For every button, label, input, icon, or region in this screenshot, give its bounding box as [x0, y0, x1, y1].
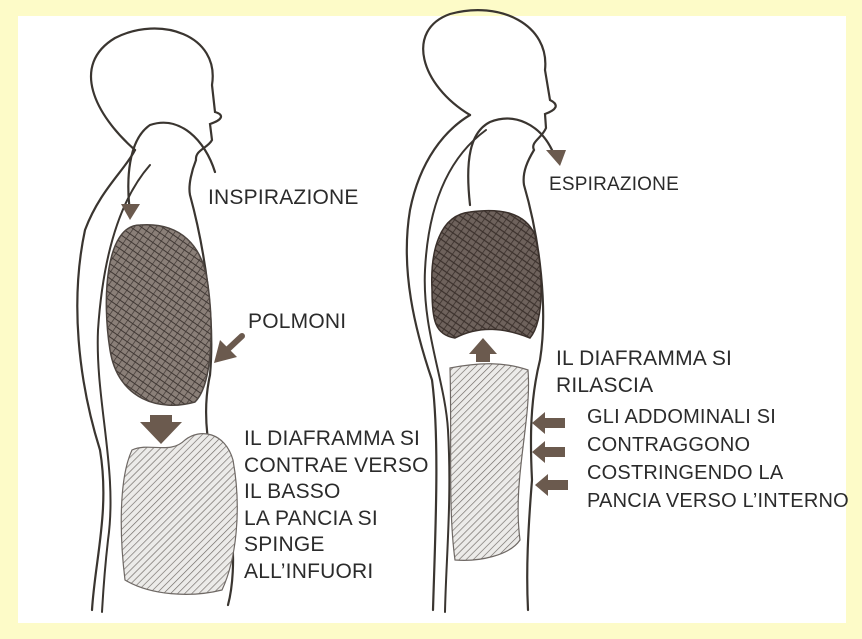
- right-abdominals-label: GLI ADDOMINALI SI CONTRAGGONO COSTRINGEN…: [587, 403, 849, 515]
- right-airway-path: [468, 119, 552, 205]
- left-airway-arrow-head: [121, 204, 140, 220]
- left-diaphragm-down-arrow: [140, 415, 182, 444]
- right-diaphragm-label: IL DIAFRAMMA SI RILASCIA: [556, 345, 732, 399]
- right-abdominal-arrow-2: [532, 441, 565, 463]
- inspirazione-label: INSPIRAZIONE: [208, 185, 359, 210]
- espirazione-label: ESPIRAZIONE: [549, 172, 679, 197]
- left-abdomen: [121, 434, 237, 595]
- right-abdomen: [450, 364, 529, 561]
- right-abdominal-arrow-1: [532, 412, 565, 434]
- right-abdominal-arrow-3: [535, 474, 568, 496]
- right-diaphragm-up-arrow: [469, 338, 497, 362]
- left-lungs: [106, 225, 211, 406]
- left-airway-arrow-path: [128, 123, 215, 212]
- right-figure: [407, 10, 568, 612]
- left-figure: [77, 29, 242, 612]
- left-diaphragm-description: IL DIAFRAMMA SI CONTRAE VERSO IL BASSO L…: [244, 426, 429, 585]
- right-airway-arrow-head: [546, 150, 566, 166]
- polmoni-label: POLMONI: [248, 309, 346, 334]
- right-lungs: [432, 211, 541, 338]
